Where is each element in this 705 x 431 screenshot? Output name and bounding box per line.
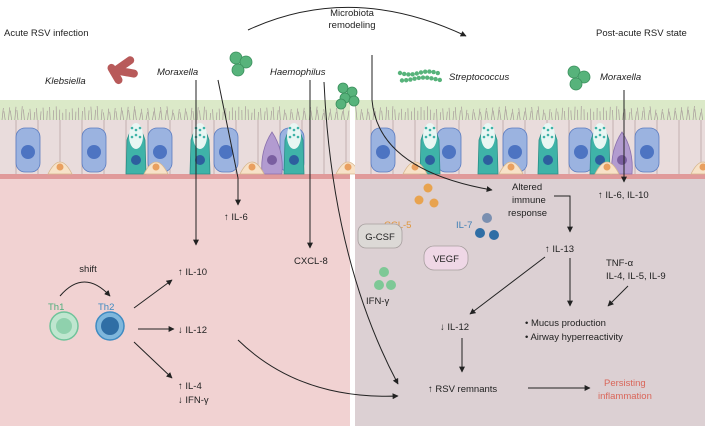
haemophilus-label: Haemophilus xyxy=(270,67,326,78)
th2-label: Th2 xyxy=(98,302,114,313)
altered-line2: immune xyxy=(512,195,546,206)
right-epithelium xyxy=(355,100,705,179)
left-epithelium xyxy=(0,100,360,179)
mucus-production: • Mucus production xyxy=(525,318,606,329)
moraxella-left-label: Moraxella xyxy=(157,67,198,78)
th1-cell xyxy=(50,312,78,340)
right-il12: ↓ IL-12 xyxy=(440,322,469,333)
gcsf-label: G-CSF xyxy=(365,232,395,243)
shift-label: shift xyxy=(79,264,97,275)
left-il10: ↑ IL-10 xyxy=(178,267,207,278)
tnfa-label: TNF-α xyxy=(606,258,634,269)
vegf-label: VEGF xyxy=(433,254,459,265)
altered-line3: response xyxy=(508,208,547,219)
airway-hyperreactivity: • Airway hyperreactivity xyxy=(525,332,623,343)
vegf-box: VEGF xyxy=(424,246,468,270)
rsv-remnants: ↑ RSV remnants xyxy=(428,384,497,395)
right-il6-il10: ↑ IL-6, IL-10 xyxy=(598,190,649,201)
streptococcus-label: Streptococcus xyxy=(449,72,509,83)
persisting-line2: inflammation xyxy=(598,391,652,402)
left-il12: ↓ IL-12 xyxy=(178,325,207,336)
gcsf-box: G-CSF xyxy=(358,224,402,248)
il7-label: IL-7 xyxy=(456,220,472,231)
right-panel-title: Post-acute RSV state xyxy=(596,28,687,39)
il4-5-9-label: IL-4, IL-5, IL-9 xyxy=(606,271,666,282)
left-il6: ↑ IL-6 xyxy=(224,212,248,223)
left-il4: ↑ IL-4 xyxy=(178,381,202,392)
th2-cell xyxy=(96,312,124,340)
persisting-line1: Persisting xyxy=(604,378,646,389)
moraxella-right-label: Moraxella xyxy=(600,72,641,83)
left-cxcl8: CXCL-8 xyxy=(294,256,328,267)
klebsiella-label: Klebsiella xyxy=(45,76,86,87)
left-ifng: ↓ IFN-γ xyxy=(178,395,209,406)
microbiota-title-line2: remodeling xyxy=(329,20,376,31)
altered-line1: Altered xyxy=(512,182,542,193)
left-panel-title: Acute RSV infection xyxy=(4,28,89,39)
right-ifng: IFN-γ xyxy=(366,296,389,307)
right-il13: ↑ IL-13 xyxy=(545,244,574,255)
microbiota-title-line1: Microbiota xyxy=(330,8,375,19)
th1-label: Th1 xyxy=(48,302,64,313)
